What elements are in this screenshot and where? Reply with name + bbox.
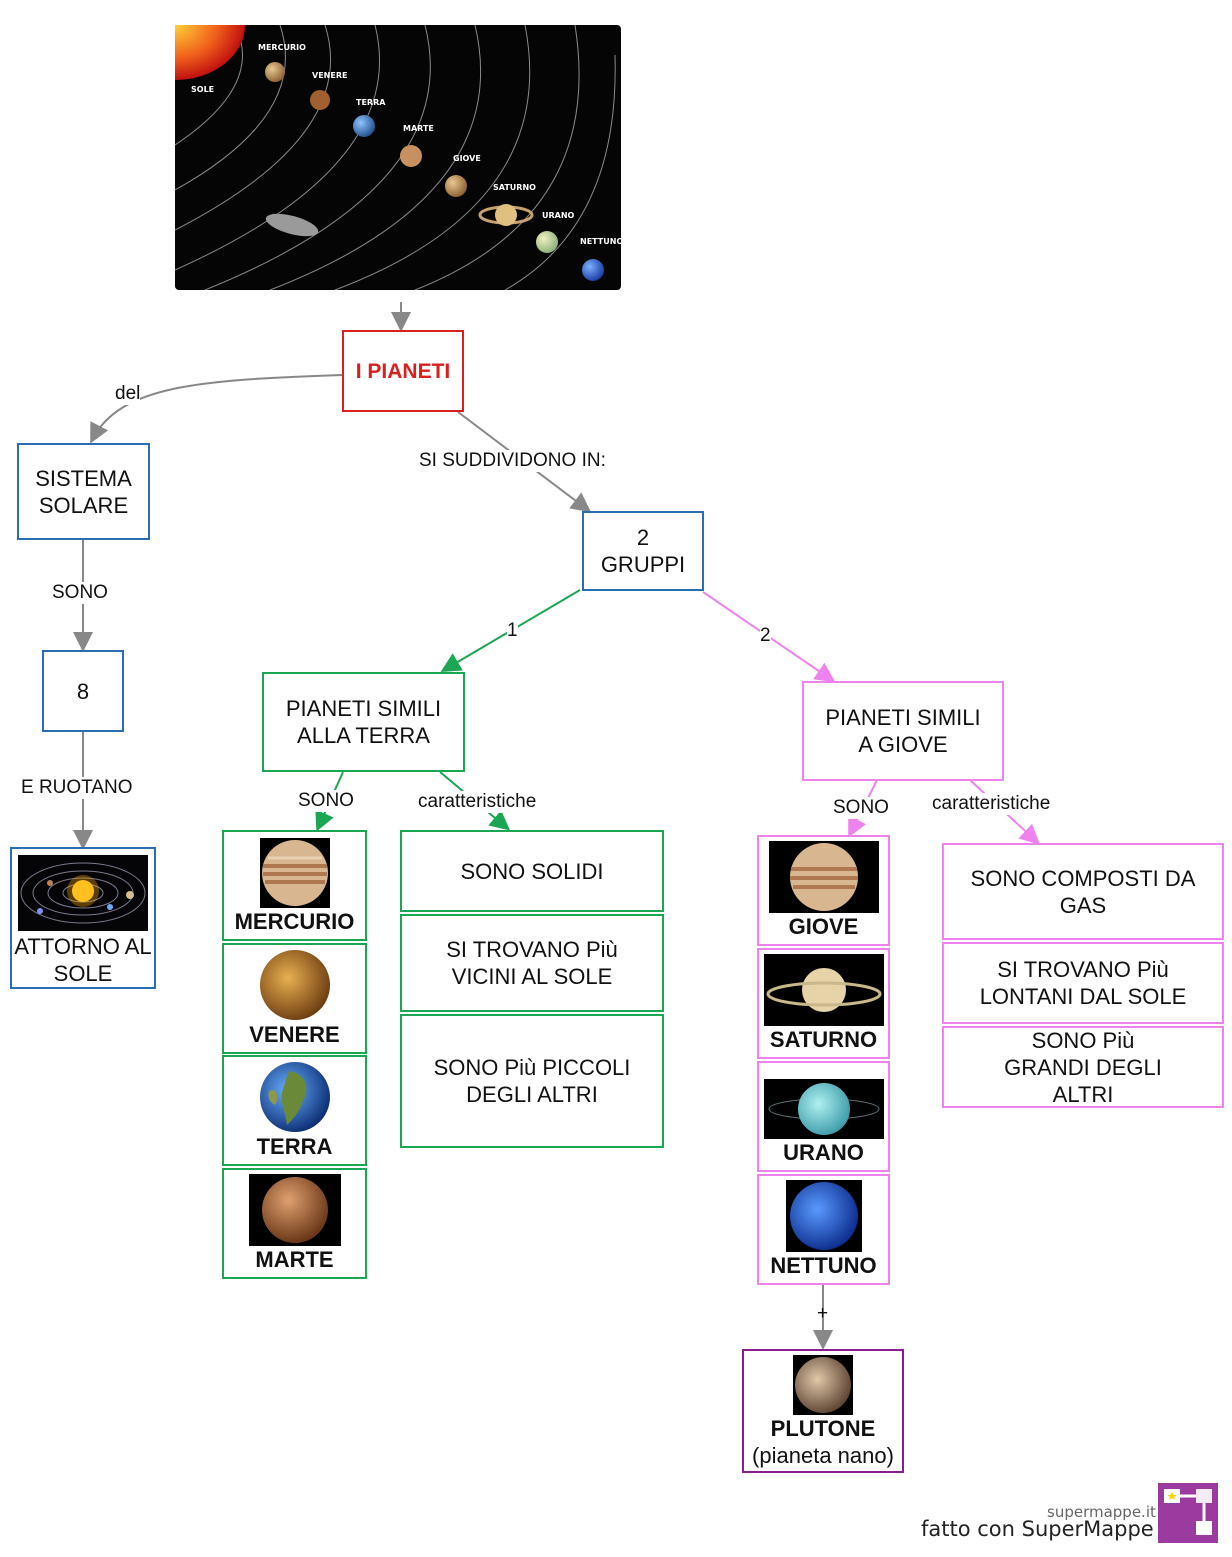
label-group-2: 2: [760, 625, 771, 647]
label-sono-giove: SONO: [833, 797, 889, 819]
label-plus: +: [817, 1303, 829, 1324]
planet-card-nettuno[interactable]: NETTUNO: [757, 1174, 890, 1285]
node-otto[interactable]: 8: [42, 650, 124, 732]
label-sole: SOLE: [191, 85, 214, 94]
terra-image: [259, 1062, 330, 1132]
label-caratteristiche-giove: caratteristiche: [932, 793, 1051, 815]
node-attorno-al-sole[interactable]: ATTORNO AL SOLE: [10, 847, 156, 989]
nettuno-image: [785, 1180, 862, 1252]
label-group-1: 1: [507, 620, 518, 642]
trait-giove-grandi[interactable]: SONO Più GRANDI DEGLI ALTRI: [942, 1026, 1224, 1108]
label-del: del: [115, 383, 141, 405]
label-e-ruotano: E RUOTANO: [21, 777, 133, 799]
planet-card-venere[interactable]: VENERE: [222, 943, 367, 1054]
planet-card-giove[interactable]: GIOVE: [757, 835, 890, 946]
planet-card-marte[interactable]: MARTE: [222, 1168, 367, 1279]
supermappe-logo: [1158, 1483, 1218, 1543]
mercurio-image: [259, 838, 330, 908]
node-plutone[interactable]: PLUTONE (pianeta nano): [742, 1349, 904, 1473]
svg-text:GIOVE: GIOVE: [453, 154, 481, 163]
planet-card-urano[interactable]: URANO: [757, 1061, 890, 1172]
svg-text:URANO: URANO: [542, 211, 575, 220]
planet-card-saturno[interactable]: SATURNO: [757, 948, 890, 1059]
svg-text:NETTUNO: NETTUNO: [580, 237, 621, 246]
trait-giove-gas[interactable]: SONO COMPOSTI DA GAS: [942, 843, 1224, 940]
svg-text:MERCURIO: MERCURIO: [258, 43, 306, 52]
svg-text:MARTE: MARTE: [403, 124, 434, 133]
svg-text:TERRA: TERRA: [356, 98, 386, 107]
label-caratteristiche-terra: caratteristiche: [418, 791, 537, 813]
giove-image: [768, 841, 879, 913]
svg-text:VENERE: VENERE: [312, 71, 347, 80]
link-del: [90, 374, 343, 444]
marte-image: [248, 1174, 341, 1246]
footer-site: supermappe.it: [1047, 1503, 1156, 1521]
node-pianeti-simili-giove[interactable]: PIANETI SIMILI A GIOVE: [802, 681, 1004, 781]
node-sistema-solare[interactable]: SISTEMA SOLARE: [17, 443, 150, 540]
trait-terra-vicini[interactable]: SI TROVANO Più VICINI AL SOLE: [400, 914, 664, 1012]
urano-image: [763, 1079, 884, 1139]
orbits-image: [18, 855, 148, 931]
node-due-gruppi[interactable]: 2 GRUPPI: [582, 511, 704, 591]
footer-made-with: fatto con SuperMappe: [921, 1517, 1154, 1541]
trait-terra-piccoli[interactable]: SONO Più PICCOLI DEGLI ALTRI: [400, 1014, 664, 1148]
label-si-suddividono: SI SUDDIVIDONO IN:: [419, 450, 606, 472]
trait-giove-lontani[interactable]: SI TROVANO Più LONTANI DAL SOLE: [942, 942, 1224, 1024]
node-pianeti-simili-terra[interactable]: PIANETI SIMILI ALLA TERRA: [262, 672, 465, 772]
svg-text:SATURNO: SATURNO: [493, 183, 536, 192]
plutone-image: [793, 1355, 853, 1415]
planet-card-mercurio[interactable]: MERCURIO: [222, 830, 367, 941]
solar-system-image: SOLE MERCURIO VENERE TERRA MARTE GIOVE S…: [174, 24, 623, 291]
label-sono: SONO: [52, 582, 108, 604]
saturno-image: [763, 954, 884, 1026]
label-sono-terra: SONO: [298, 790, 354, 812]
node-i-pianeti[interactable]: I PIANETI: [342, 330, 464, 412]
planet-card-terra[interactable]: TERRA: [222, 1055, 367, 1166]
trait-terra-solidi[interactable]: SONO SOLIDI: [400, 830, 664, 912]
venere-image: [259, 950, 330, 1020]
